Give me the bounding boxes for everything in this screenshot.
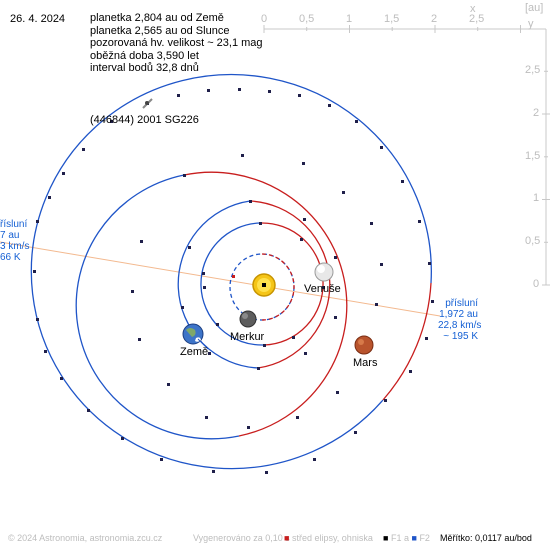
earth-orbit-near xyxy=(249,200,331,369)
ellipse-center-marker xyxy=(232,275,235,278)
aphelion-temp: 66 K xyxy=(0,252,21,263)
x-tick-1-5: 1,5 xyxy=(384,13,400,25)
y-tick-0-5: 0,5 xyxy=(525,235,541,247)
earth-orbit-far xyxy=(177,200,259,369)
asteroid-orbit-near xyxy=(382,282,432,401)
legend-f1-label: F1 a xyxy=(390,533,409,543)
info-sun-distance: planetka 2,565 au od Slunce xyxy=(90,24,230,37)
venus-label: Venuše xyxy=(304,283,341,295)
legend-f2-marker: ■ xyxy=(411,533,417,543)
venus-orbit-near xyxy=(259,222,324,346)
footer-legend-f1: ■ F1 a ■ F2 xyxy=(383,533,430,543)
info-earth-distance: planetka 2,804 au od Země xyxy=(90,12,224,24)
date-label: 26. 4. 2024 xyxy=(10,13,66,25)
x-axis-label: x xyxy=(470,3,476,15)
venus-icon xyxy=(314,262,334,282)
legend-center-marker: ■ xyxy=(284,533,290,543)
asteroid-icon xyxy=(142,98,153,109)
aphelion-block: řísluní 7 au 3 km/s 66 K xyxy=(0,219,29,263)
earth-label: Země xyxy=(180,346,209,358)
perihelion-distance: 1,972 au xyxy=(439,309,478,320)
perihelion-block: přísluní 1,972 au 22,8 km/s ~ 195 K xyxy=(438,298,482,342)
info-block: planetka 2,804 au od Země planetka 2,565… xyxy=(90,12,263,75)
footer-generated: Vygenerováno za 0,10 s xyxy=(193,533,290,543)
mercury-icon xyxy=(239,310,257,328)
y-axis-label: y xyxy=(528,18,534,30)
legend-f2-label: F2 xyxy=(419,533,430,543)
asteroid-name: (446844) 2001 SG226 xyxy=(90,114,199,126)
legend-center-label: střed elipsy, ohniska xyxy=(291,533,373,543)
x-axis-ticks xyxy=(263,25,550,286)
earth-orbit-points xyxy=(181,200,337,370)
mars-orbit-near xyxy=(183,171,348,437)
info-magnitude: pozorovaná hv. velikost ~ 23,1 mag xyxy=(90,37,263,49)
y-tick-2-5: 2,5 xyxy=(525,64,541,76)
x-tick-2: 2 xyxy=(431,13,438,25)
y-tick-2: 2 xyxy=(533,107,540,119)
mercury-label: Merkur xyxy=(230,331,265,343)
apsis-line xyxy=(0,241,441,317)
mars-icon xyxy=(354,335,374,355)
aphelion-distance: 7 au xyxy=(0,230,20,241)
x-tick-0: 0 xyxy=(261,13,268,25)
x-tick-1: 1 xyxy=(346,13,353,25)
axis-unit-label: [au] xyxy=(525,2,544,14)
y-tick-1-5: 1,5 xyxy=(525,150,541,162)
aphelion-label: řísluní xyxy=(0,219,28,230)
mercury-orbit-near xyxy=(261,253,295,321)
info-interval: interval bodů 32,8 dnů xyxy=(90,62,199,74)
legend-f1-marker: ■ xyxy=(383,533,389,543)
mars-orbit-points xyxy=(131,154,383,429)
info-period: oběžná doba 3,590 let xyxy=(90,49,199,62)
x-tick-0-5: 0,5 xyxy=(299,13,315,25)
earth-pointer-line xyxy=(197,338,209,350)
aphelion-speed: 3 km/s xyxy=(0,241,30,252)
perihelion-speed: 22,8 km/s xyxy=(438,320,482,331)
footer-scale: Měřítko: 0,0117 au/bod xyxy=(440,533,532,543)
footer-legend-center: ■ střed elipsy, ohniska xyxy=(284,533,373,543)
mars-orbit-far xyxy=(75,174,240,440)
perihelion-temp: ~ 195 K xyxy=(443,331,478,342)
mars-label: Mars xyxy=(353,357,378,369)
sun-icon xyxy=(252,273,276,297)
venus-orbit-points xyxy=(203,222,325,347)
y-tick-0: 0 xyxy=(533,278,540,290)
perihelion-label: přísluní xyxy=(445,298,478,309)
x-tick-2-5: 2,5 xyxy=(469,13,485,25)
asteroid-orbit-far xyxy=(30,73,432,470)
y-tick-1: 1 xyxy=(533,192,540,204)
venus-orbit-far xyxy=(200,222,265,346)
footer-copyright: © 2024 Astronomia, astronomia.zcu.cz xyxy=(8,533,163,543)
